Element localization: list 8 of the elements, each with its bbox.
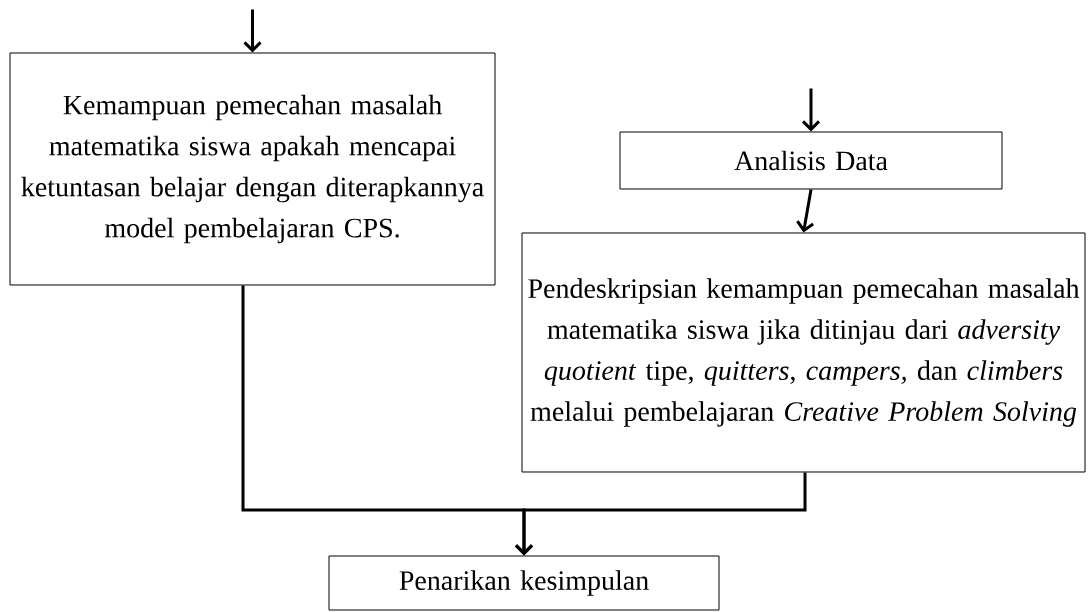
arrow <box>801 88 821 132</box>
arrow <box>243 9 262 53</box>
arrow <box>796 189 814 233</box>
process-box: Kemampuan pemecahan masalah matematika siswa apakah mencapai ketuntasan belajar dengan diterapkannya model pembelajaran CPS. <box>9 52 496 286</box>
arrow <box>514 472 807 556</box>
process-box: Penarikan kesimpulan <box>328 555 720 611</box>
process-box: Analisis Data <box>619 131 1003 190</box>
process-box: Pendeskripsian kemampuan pemecahan masalah matematika siswa jika ditinjau dari adversity quotient tipe, quitters, campers, dan climbers melalui pembelajaran Creative Problem Solving <box>521 232 1086 473</box>
